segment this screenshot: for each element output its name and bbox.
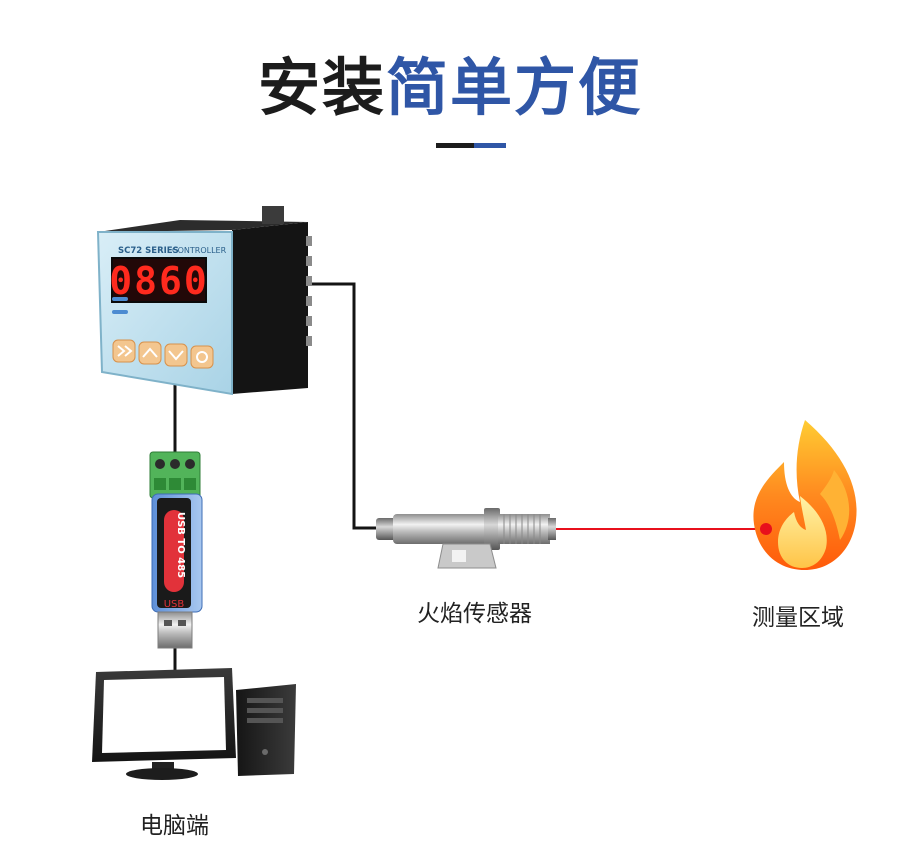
sensor-label: 火焰传感器 [417, 601, 532, 627]
computer [92, 668, 296, 780]
flame-inner [778, 496, 827, 568]
adapter-port-label: USB [164, 599, 185, 610]
controller-buttons [112, 339, 214, 369]
title-part-blue: 简单方便 [386, 51, 643, 124]
flame-sensor [376, 508, 556, 569]
usb-plug-slot-right [178, 620, 186, 626]
controller-display-value: 0860 [109, 259, 209, 303]
monitor-neck [152, 762, 174, 770]
controller-terminal [262, 206, 284, 224]
connection-wires [173, 282, 376, 672]
monitor-base [126, 768, 198, 780]
sensor-cable-gland [376, 518, 396, 540]
controller-brand: SC72 SERIES [118, 246, 179, 256]
title-underline-dark [436, 143, 474, 148]
adapter-red-strip [164, 510, 184, 592]
adapter-label: USB TO 485 [175, 512, 186, 578]
flame-outer [753, 420, 857, 570]
controller-display [111, 257, 207, 303]
sensor-thread-lines [503, 514, 541, 544]
monitor-screen [102, 677, 226, 753]
controller-to-sensor-wire [305, 282, 376, 530]
usb-adapter: USB TO 485 USB [149, 451, 203, 649]
controller-set-button [190, 345, 214, 369]
controller-up-button [138, 341, 162, 365]
pc-tower-bays [247, 698, 283, 755]
title-underline-blue [474, 143, 506, 148]
adapter-terminal-block [149, 451, 201, 499]
controller-side [232, 222, 308, 394]
page-title: 安装简单方便 [0, 48, 900, 128]
controller-device: SC72 SERIES CONTROLLER 0860 [96, 206, 312, 396]
chevron-up-icon [142, 347, 158, 358]
controller-rear-pins [306, 236, 312, 346]
chevron-down-icon [168, 350, 184, 361]
sensor-bracket-slot [452, 550, 466, 562]
usb-plug [157, 611, 193, 649]
controller-down-button [164, 343, 188, 367]
measure-area-label: 测量区域 [752, 605, 844, 631]
controller-model: CONTROLLER [172, 246, 227, 255]
laser-target-dot [760, 523, 772, 535]
controller-indicators [112, 297, 128, 314]
title-part-dark: 安装 [257, 51, 386, 124]
adapter-terminal-screws [154, 459, 196, 490]
flame-icon [753, 420, 857, 570]
usb-plug-slot-left [164, 620, 172, 626]
sensor-barrel [393, 514, 487, 544]
set-icon [196, 351, 208, 363]
pc-tower [236, 684, 296, 776]
sensor-lens-tip [548, 518, 556, 540]
flame-right-tongue [820, 470, 850, 540]
sensor-mount-bracket [437, 543, 497, 569]
double-chevron-right-icon [117, 345, 133, 357]
controller-top [98, 220, 308, 232]
title-underline [436, 143, 506, 148]
sensor-nut [484, 508, 500, 550]
sensor-thread [498, 514, 550, 544]
computer-label: 电脑端 [140, 813, 209, 839]
